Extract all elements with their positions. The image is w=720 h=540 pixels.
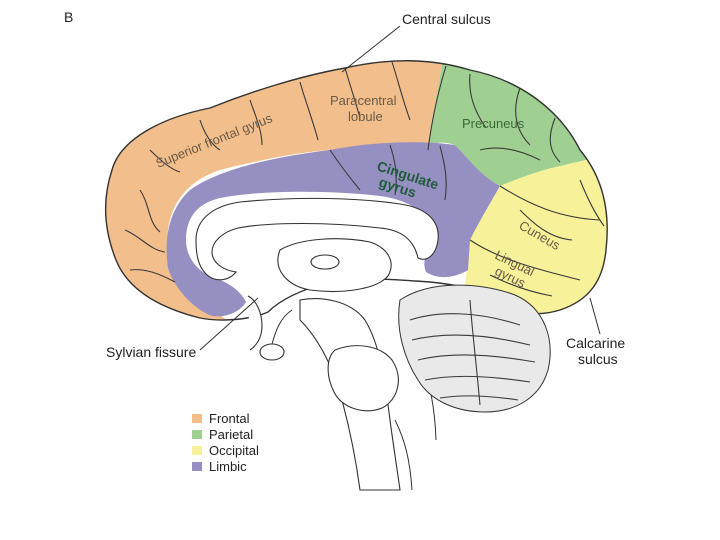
sylvian-fissure-label: Sylvian fissure	[106, 344, 196, 360]
paracentral-lobule-label-line2: lobule	[348, 109, 383, 124]
legend-swatch-limbic	[192, 462, 202, 471]
interthalamic-adhesion	[310, 254, 340, 270]
sulci-lines	[124, 61, 605, 297]
legend-label-occipital: Occipital	[209, 443, 259, 458]
panel-label: B	[64, 9, 73, 25]
legend-label-frontal: Frontal	[209, 411, 250, 426]
cerebellum-folia	[409, 299, 536, 406]
pituitary-gland	[259, 343, 285, 361]
calcarine-sulcus-label-line1: Calcarine	[566, 335, 625, 351]
central-sulcus-leader	[341, 25, 401, 73]
pituitary-region	[247, 295, 293, 361]
legend-swatch-occipital	[192, 446, 202, 455]
pons-outline	[327, 345, 399, 412]
legend-swatch-parietal	[192, 430, 202, 439]
brain-outline	[104, 60, 608, 321]
calcarine-sulcus-leader	[589, 297, 601, 335]
inner-structures	[195, 197, 439, 491]
legend: Frontal Parietal Occipital Limbic	[192, 411, 259, 474]
legend-swatch-frontal	[192, 414, 202, 423]
central-sulcus-label: Central sulcus	[402, 11, 491, 27]
legend-label-parietal: Parietal	[209, 427, 253, 442]
occipital-lobe-region	[460, 150, 608, 320]
cerebellum	[398, 284, 551, 413]
corpus-callosum	[195, 197, 439, 281]
limbic-lobe-region	[166, 142, 500, 317]
paracentral-lobule-label-line1: Paracentral	[330, 93, 397, 108]
calcarine-sulcus-label-line2: sulcus	[578, 351, 618, 367]
medulla-line	[394, 419, 413, 491]
legend-label-limbic: Limbic	[209, 459, 247, 474]
sylvian-fissure-leader	[199, 297, 259, 351]
precuneus-label: Precuneus	[462, 116, 525, 131]
